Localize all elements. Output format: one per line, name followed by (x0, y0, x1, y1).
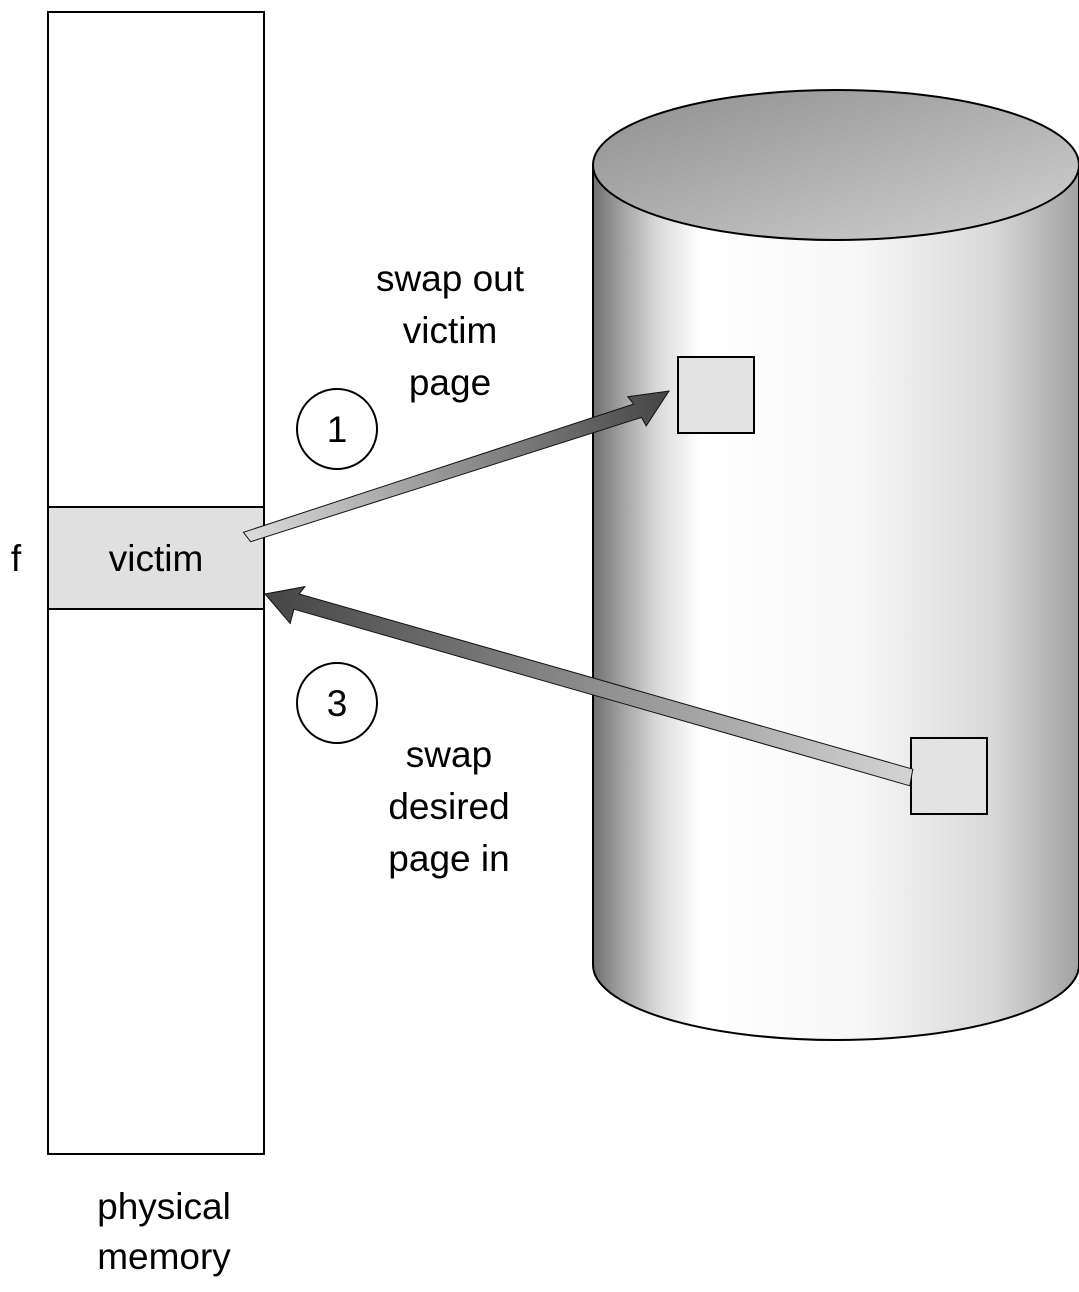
step-3-circle (296, 662, 378, 744)
step-3-number: 3 (326, 683, 348, 724)
victim-frame (47, 506, 265, 610)
swapped-out-page-box (677, 356, 755, 434)
memory-caption-line2: memory (97, 1236, 231, 1277)
swap-out-label-line3: page (408, 362, 492, 403)
step-1-number: 1 (326, 409, 348, 450)
swap-out-arrow (242, 390, 671, 543)
disk-top (592, 89, 1079, 241)
swap-in-label-line3: page in (388, 838, 510, 879)
swap-in-label-line2: desired (388, 786, 510, 827)
desired-page-box (910, 737, 988, 815)
swap-in-label-line1: swap (405, 734, 493, 775)
victim-label: victim (108, 538, 204, 579)
memory-caption-line1: physical (97, 1186, 231, 1227)
swap-in-arrow (264, 585, 914, 787)
step-1-circle (296, 388, 378, 470)
swap-out-label-line1: swap out (375, 258, 525, 299)
backing-store-disk (592, 89, 1079, 1041)
swap-out-label-line2: victim (402, 310, 498, 351)
frame-label: f (10, 538, 22, 579)
